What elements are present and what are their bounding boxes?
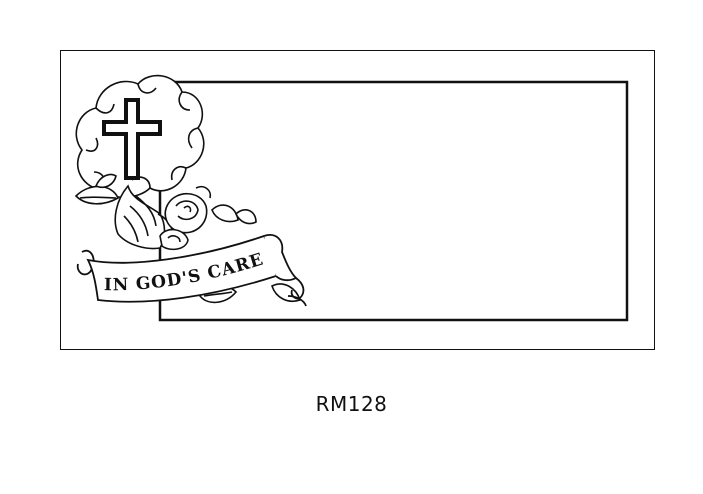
praying-hands-icon	[114, 184, 174, 250]
ribbon-banner-icon	[76, 234, 307, 307]
roses-icon	[159, 185, 212, 251]
cross-icon	[102, 98, 162, 180]
product-code: RM128	[315, 392, 388, 416]
leaves-icon	[74, 173, 302, 304]
cloud-wreath-icon	[75, 74, 205, 199]
